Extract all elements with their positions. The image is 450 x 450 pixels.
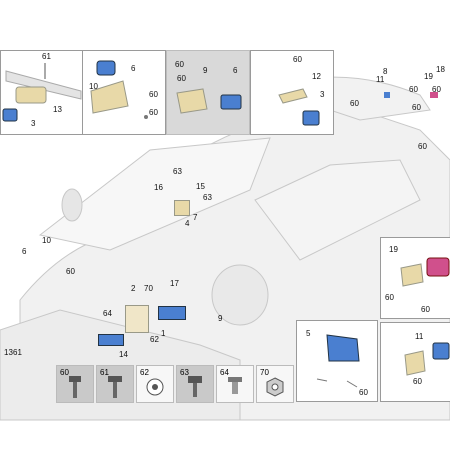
callout: 6 <box>22 247 27 256</box>
callout: 10 <box>89 82 98 91</box>
callout: 60 <box>350 99 359 108</box>
callout: 60 <box>359 388 368 397</box>
callout: 60 <box>175 60 184 69</box>
callout: 7 <box>193 213 198 222</box>
callout: 60 <box>149 90 158 99</box>
fastener-61: 61 <box>96 365 134 403</box>
sensor-with-connector <box>400 257 450 287</box>
callout: 63 <box>173 167 182 176</box>
sensor-with-connector-11 <box>404 342 450 376</box>
detail-panel-4: 60 12 3 <box>250 50 334 135</box>
sensor-with-mount <box>176 88 242 114</box>
detail-panel-2: 6 10 60 60 <box>82 50 166 135</box>
fastener-number: 61 <box>100 368 109 377</box>
callout: 13 <box>4 348 13 357</box>
callout: 60 <box>177 74 186 83</box>
module-part-17 <box>158 306 186 320</box>
callout: 60 <box>66 267 75 276</box>
sensor-clip <box>278 88 320 126</box>
callout: 70 <box>144 284 153 293</box>
callout: 14 <box>119 350 128 359</box>
module-part-1 <box>125 305 149 333</box>
callout: 60 <box>413 377 422 386</box>
rivet-icon <box>228 377 242 394</box>
windshield-bracket <box>174 200 190 216</box>
camera-bracket <box>90 60 148 119</box>
callout: 9 <box>203 66 208 75</box>
callout: 60 <box>293 55 302 64</box>
callout: 2 <box>131 284 136 293</box>
fastener-64: 64 <box>216 365 254 403</box>
callout: 60 <box>149 108 158 117</box>
callout: 19 <box>424 72 433 81</box>
fastener-63: 63 <box>176 365 214 403</box>
callout: 60 <box>421 305 430 314</box>
callout: 60 <box>385 293 394 302</box>
callout: 63 <box>203 193 212 202</box>
screw-icon <box>108 376 122 398</box>
callout: 11 <box>376 75 385 84</box>
fastener-number: 70 <box>260 368 269 377</box>
callout: 5 <box>306 329 311 338</box>
callout: 64 <box>103 309 112 318</box>
callout: 18 <box>436 65 445 74</box>
detail-panel-3: 60 9 6 60 <box>166 50 250 135</box>
callout: 10 <box>42 236 51 245</box>
fastener-60: 60 <box>56 365 94 403</box>
fastener-number: 64 <box>220 368 229 377</box>
small-sensor-part <box>384 92 390 98</box>
small-connector-part <box>430 92 438 98</box>
callout: 15 <box>196 182 205 191</box>
callout: 61 <box>13 348 22 357</box>
module-part-14 <box>98 334 124 346</box>
bolt-icon <box>188 376 202 397</box>
fastener-62: 62 <box>136 365 174 403</box>
fastener-number: 63 <box>180 368 189 377</box>
callout: 13 <box>53 105 62 114</box>
detail-panel-6: 5 60 <box>296 320 378 402</box>
callout: 6 <box>131 64 136 73</box>
callout: 60 <box>409 85 418 94</box>
callout: 16 <box>154 183 163 192</box>
callout: 6 <box>233 66 238 75</box>
nut-icon <box>146 378 164 396</box>
detail-panel-5: 19 60 60 <box>380 237 450 319</box>
screw-icon <box>69 376 81 398</box>
sensor-assembly <box>2 63 82 122</box>
callout: 17 <box>170 279 179 288</box>
callout: 60 <box>432 85 441 94</box>
callout: 19 <box>389 245 398 254</box>
callout: 12 <box>312 72 321 81</box>
fastener-number: 62 <box>140 368 149 377</box>
callout: 8 <box>383 67 388 76</box>
callout: 9 <box>218 314 223 323</box>
detail-panel-7: 11 60 <box>380 322 450 402</box>
callout: 4 <box>185 219 190 228</box>
callout: 60 <box>418 142 427 151</box>
callout: 62 <box>150 335 159 344</box>
callout: 11 <box>415 332 424 341</box>
fastener-70: 70 <box>256 365 294 403</box>
callout: 60 <box>412 103 421 112</box>
hex-nut-icon <box>266 377 284 397</box>
callout: 3 <box>320 90 325 99</box>
sensor-mount-5 <box>316 334 360 388</box>
callout: 3 <box>31 119 36 128</box>
fastener-number: 60 <box>60 368 69 377</box>
detail-panel-1: 61 13 3 <box>0 50 84 135</box>
callout: 61 <box>42 52 51 61</box>
callout: 1 <box>161 329 166 338</box>
